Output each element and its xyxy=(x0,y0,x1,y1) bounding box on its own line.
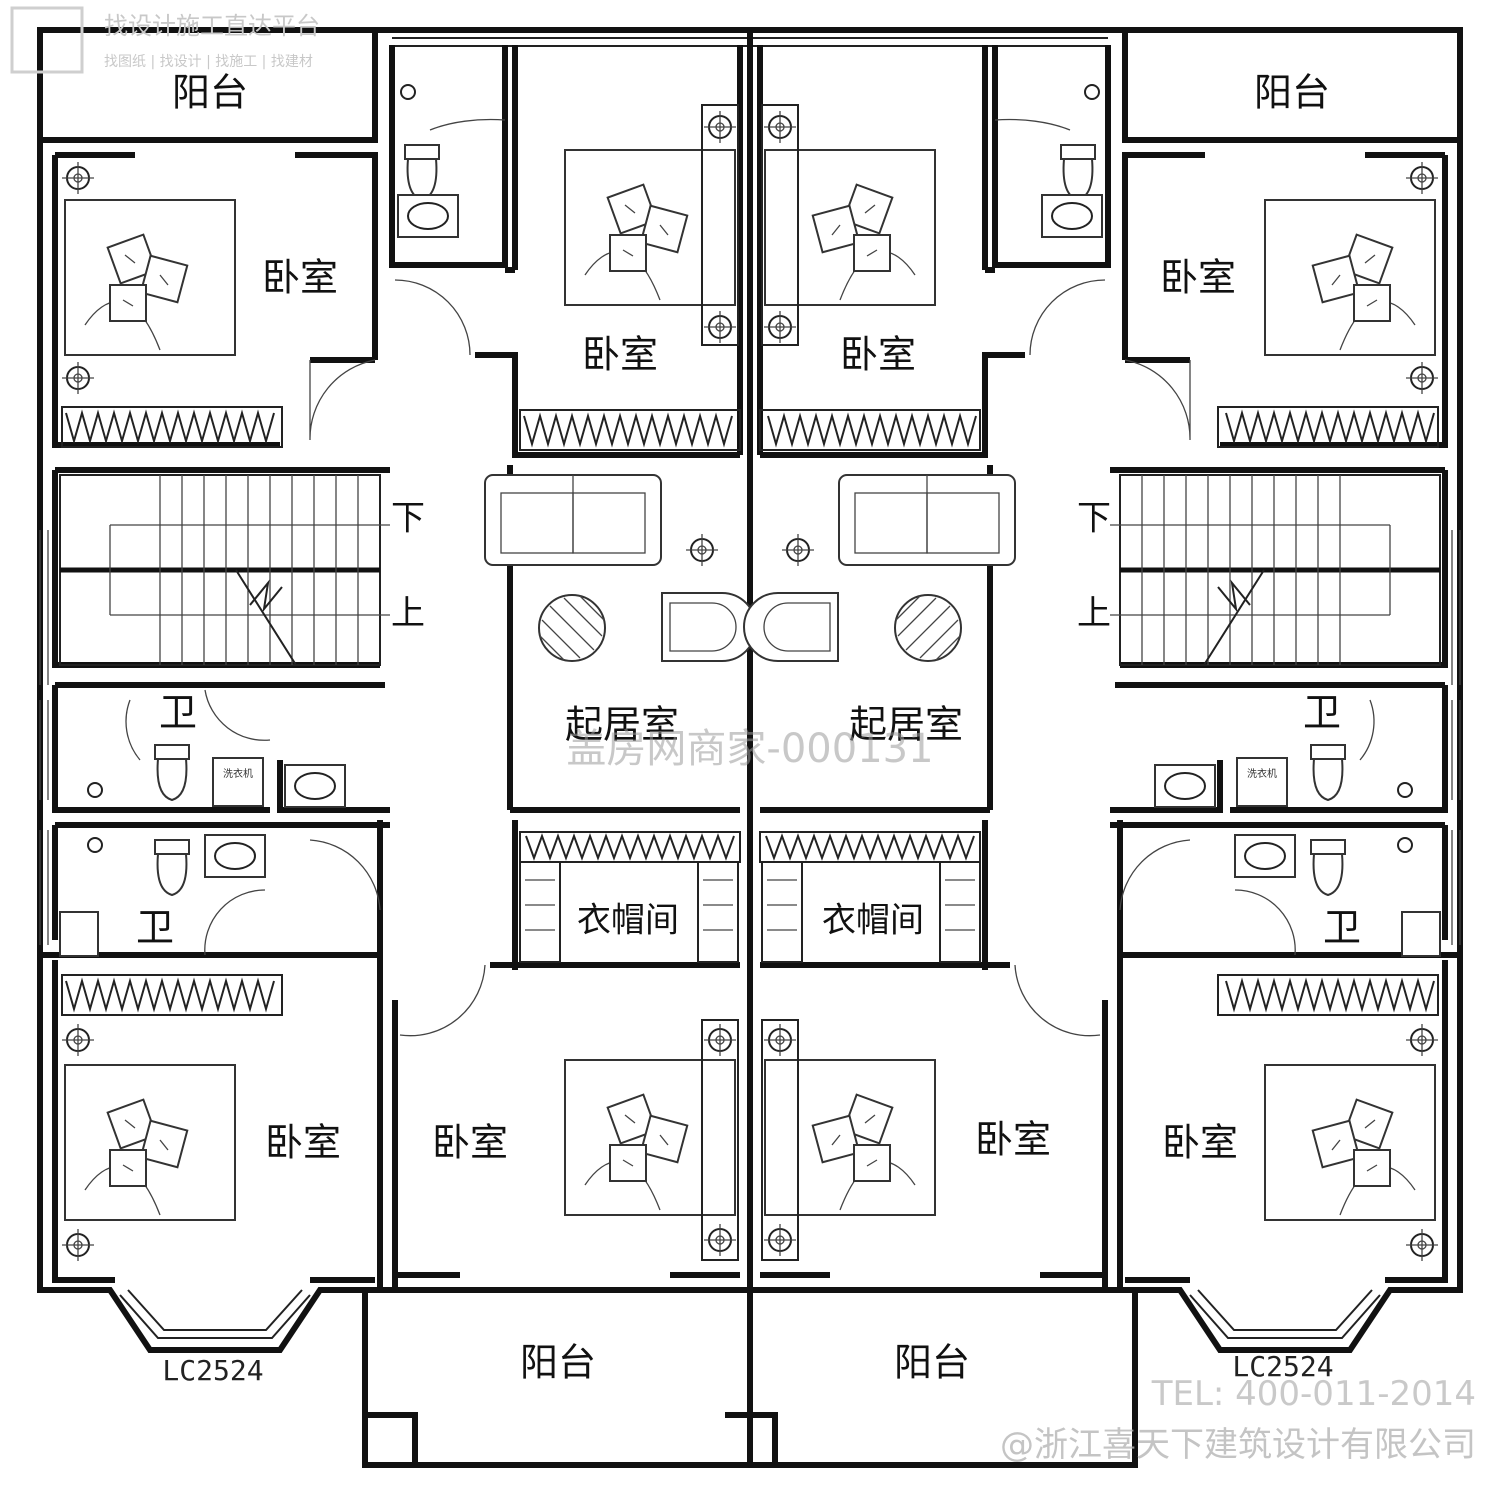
bathroom-label: 卫 xyxy=(1303,691,1341,735)
bedroom-label: 卧室 xyxy=(262,256,338,300)
exterior-walls xyxy=(37,27,1463,1468)
bedroom-label: 卧室 xyxy=(1162,1121,1238,1165)
door-swings xyxy=(125,118,1375,1037)
closet-label: 衣帽间 xyxy=(822,901,924,941)
bedroom-label: 卧室 xyxy=(582,333,658,377)
bathroom-label: 卫 xyxy=(1323,906,1361,950)
bay-windows xyxy=(119,1289,1381,1339)
watermark-top-subtitle: 找图纸 | 找设计 | 找施工 | 找建材 xyxy=(104,54,313,70)
watermark-center: 盖房网商家-000131 xyxy=(566,726,933,772)
living-room-label: 起居室 xyxy=(565,703,679,747)
stair-up-label: 上 xyxy=(1077,594,1111,634)
interior-walls-left xyxy=(40,45,778,1465)
bay-window-label: LC2524 xyxy=(1232,1350,1333,1383)
stair-up-label: 上 xyxy=(391,594,425,634)
furniture xyxy=(60,84,1440,1262)
bedroom-label: 卧室 xyxy=(432,1121,508,1165)
logo-icon xyxy=(10,6,84,74)
stair-down-label: 下 xyxy=(391,499,425,539)
watermark-tel: TEL: 400-011-2014 xyxy=(1151,1374,1476,1414)
bedroom-label: 卧室 xyxy=(840,333,916,377)
balcony-label: 阳台 xyxy=(1254,71,1330,115)
washer-label: 洗衣机 xyxy=(1247,767,1277,780)
closet-label: 衣帽间 xyxy=(577,901,679,941)
balcony-label: 阳台 xyxy=(894,1341,970,1385)
bedroom-label: 卧室 xyxy=(975,1118,1051,1162)
bathroom-label: 卫 xyxy=(159,691,197,735)
room-labels: 阳台 阳台 阳台 阳台 卧室 卧室 卧室 卧室 卧室 卧室 卧室 卧室 起居室 … xyxy=(136,71,1361,1388)
watermark-top-title: 找设计施工直达平台 xyxy=(104,12,320,40)
bedroom-label: 卧室 xyxy=(265,1121,341,1165)
side-windows xyxy=(39,530,1461,945)
living-room-label: 起居室 xyxy=(849,703,963,747)
watermarks: 找设计施工直达平台 找图纸 | 找设计 | 找施工 | 找建材 盖房网商家-00… xyxy=(10,6,1476,1465)
stair-down-label: 下 xyxy=(1077,499,1111,539)
balcony-label: 阳台 xyxy=(172,71,248,115)
washer-label: 洗衣机 xyxy=(223,767,253,780)
bedroom-label: 卧室 xyxy=(1160,256,1236,300)
bathroom-label: 卫 xyxy=(136,906,174,950)
bay-window-label: LC2524 xyxy=(162,1354,263,1387)
watermark-company: @浙江喜天下建筑设计有限公司 xyxy=(1000,1425,1476,1465)
balcony-label: 阳台 xyxy=(520,1341,596,1385)
